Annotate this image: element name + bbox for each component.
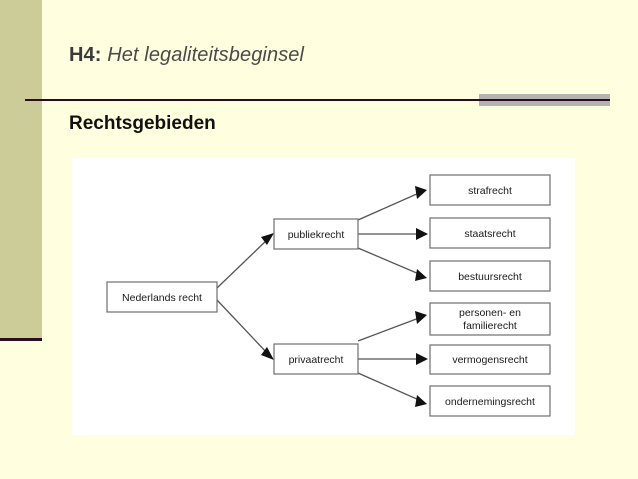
diagram-node-vermogensrecht-box bbox=[429, 344, 551, 375]
decorative-olive-underline bbox=[0, 338, 42, 341]
diagram-node-strafrecht-box bbox=[429, 174, 551, 206]
diagram-node-personen-en-familierecht-box bbox=[429, 302, 551, 336]
connector-publiekrecht-to-bestuursrecht bbox=[357, 247, 420, 275]
arrow-head-privaatrecht-to-vermogensrecht bbox=[416, 353, 428, 365]
divider-rule bbox=[25, 99, 610, 101]
chapter-number: H4: bbox=[69, 44, 102, 66]
arrow-head-privaatrecht-to-personen-familierecht bbox=[415, 311, 427, 324]
arrow-head-root-to-privaatrecht bbox=[261, 347, 274, 360]
diagram-node-personen-en-familierecht[interactable]: personen- en familierecht bbox=[429, 302, 551, 336]
diagram-node-strafrecht[interactable]: strafrecht bbox=[429, 174, 551, 206]
diagram-node-privaatrecht-label: privaatrecht bbox=[289, 354, 344, 366]
diagram-node-personen-en-familierecht-label-line1: personen- en bbox=[459, 307, 521, 319]
connector-root-to-privaatrecht bbox=[216, 299, 269, 355]
diagram-node-root[interactable]: Nederlands recht bbox=[106, 281, 218, 313]
chapter-subject: Het legaliteitsbeginsel bbox=[107, 44, 305, 66]
arrow-head-publiekrecht-to-strafrecht bbox=[415, 186, 427, 199]
diagram-node-publiekrecht[interactable]: publiekrecht bbox=[273, 218, 359, 250]
diagram-node-staatsrecht[interactable]: staatsrecht bbox=[429, 217, 551, 249]
diagram-node-personen-en-familierecht-label-line2: familierecht bbox=[463, 320, 517, 332]
section-heading: Rechtsgebieden bbox=[69, 113, 216, 134]
diagram-panel: Nederlands recht publiekrecht privaatrec… bbox=[72, 158, 575, 435]
page-title: H4: Het legaliteitsbeginsel bbox=[69, 44, 304, 67]
diagram-node-bestuursrecht-box bbox=[429, 260, 551, 292]
connector-privaatrecht-to-ondernemingsrecht bbox=[357, 372, 420, 401]
diagram-node-staatsrecht-label: staatsrecht bbox=[464, 228, 515, 240]
diagram-node-ondernemingsrecht-box bbox=[429, 385, 551, 417]
diagram-node-strafrecht-label: strafrecht bbox=[468, 185, 512, 197]
connector-root-to-publiekrecht bbox=[216, 238, 269, 289]
connector-privaatrecht-to-personen-familierecht bbox=[357, 317, 420, 342]
diagram-node-bestuursrecht[interactable]: bestuursrecht bbox=[429, 260, 551, 292]
diagram-node-ondernemingsrecht[interactable]: ondernemingsrecht bbox=[429, 385, 551, 417]
rechtsgebieden-tree-diagram: Nederlands recht publiekrecht privaatrec… bbox=[106, 174, 551, 417]
diagram-node-bestuursrecht-label: bestuursrecht bbox=[458, 271, 522, 283]
diagram-node-vermogensrecht[interactable]: vermogensrecht bbox=[429, 344, 551, 375]
arrow-head-publiekrecht-to-bestuursrecht bbox=[415, 269, 427, 281]
decorative-olive-band bbox=[0, 0, 42, 338]
diagram-node-vermogensrecht-label: vermogensrecht bbox=[452, 354, 527, 366]
diagram-node-root-box bbox=[106, 281, 218, 313]
diagram-node-privaatrecht-box bbox=[273, 343, 359, 375]
arrow-head-privaatrecht-to-ondernemingsrecht bbox=[415, 395, 427, 407]
diagram-node-ondernemingsrecht-label: ondernemingsrecht bbox=[445, 396, 535, 408]
arrow-head-publiekrecht-to-staatsrecht bbox=[416, 228, 428, 240]
connector-publiekrecht-to-strafrecht bbox=[357, 192, 420, 221]
diagram-node-privaatrecht[interactable]: privaatrecht bbox=[273, 343, 359, 375]
diagram-node-publiekrecht-label: publiekrecht bbox=[288, 229, 345, 241]
diagram-node-publiekrecht-box bbox=[273, 218, 359, 250]
diagram-node-root-label: Nederlands recht bbox=[122, 292, 202, 304]
arrow-head-root-to-publiekrecht bbox=[261, 233, 274, 245]
diagram-node-staatsrecht-box bbox=[429, 217, 551, 249]
